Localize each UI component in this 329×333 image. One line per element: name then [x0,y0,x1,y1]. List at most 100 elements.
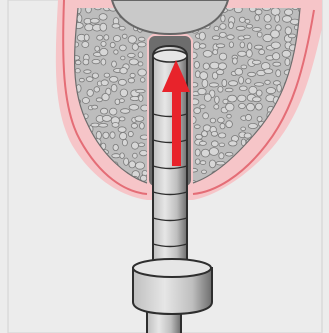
bone-granule [138,52,143,58]
bone-granule [229,22,234,29]
bone-granule [219,153,224,159]
bone-granule [256,103,263,110]
bone-granule [195,149,200,156]
bone-granule [222,79,227,86]
bone-granule [132,142,139,149]
bone-granule [101,59,106,65]
bone-granule [140,150,148,155]
bone-granule [264,14,271,22]
bone-granule [223,99,228,104]
bone-granule [130,73,135,77]
bone-granule [113,36,120,42]
bone-granule [129,105,139,111]
bone-granule [285,58,290,65]
bone-granule [271,8,280,16]
bone-granule [214,26,219,30]
bone-granule [84,70,91,74]
bone-granule [110,42,115,47]
bone-granule [75,60,81,64]
bone-granule [245,19,250,23]
bone-granule [247,103,255,111]
bone-granule [211,141,218,147]
bone-granule [219,32,226,37]
bone-granule [227,114,232,118]
bone-granule [254,83,263,87]
bone-granule [254,45,262,49]
bone-granule [225,152,233,156]
bone-granule [203,63,209,69]
bone-granule [202,131,208,137]
bone-granule [120,45,127,51]
bone-granule [248,72,256,76]
bone-granule [249,86,257,94]
bone-granule [209,148,218,156]
bone-granule [92,105,98,109]
bone-granule [92,59,100,63]
bone-granule [273,62,281,66]
bone-granule [257,32,262,37]
bone-granule [138,37,145,41]
bone-granule [128,36,136,44]
bone-granule [135,116,144,121]
bone-granule [246,79,251,84]
bone-granule [97,35,103,40]
bone-granule [124,158,129,165]
bone-granule [104,73,110,77]
bone-granule [228,95,237,102]
bone-granule [256,90,262,96]
bone-granule [265,80,271,84]
bone-granule [102,94,109,101]
bone-granule [101,41,106,46]
bone-granule [133,153,138,158]
bone-granule [111,84,117,91]
bone-granule [82,42,89,48]
bone-granule [266,88,275,94]
bone-granule [248,123,257,128]
bone-granule [225,88,233,92]
bone-granule [121,109,130,114]
bone-granule [252,97,261,102]
bone-granule [100,23,107,31]
bone-granule [120,133,127,140]
bone-granule [138,143,144,147]
bone-granule [82,98,89,104]
bone-granule [200,161,206,165]
bone-granule [96,131,101,139]
bone-granule [277,84,282,92]
bone-granule [214,105,219,110]
bone-granule [200,105,205,109]
bone-granule [246,50,252,58]
bone-granule [118,127,126,133]
bone-granule [257,116,262,121]
bone-granule [128,53,136,57]
bone-granule [239,86,247,91]
bone-granule [229,42,233,48]
bone-granule [210,62,219,69]
bone-granule [128,78,134,83]
bone-granule [211,131,217,136]
bone-granule [219,143,225,147]
bone-granule [112,24,120,28]
bone-granule [275,15,280,23]
bone-granule [87,89,93,96]
bone-granule [204,94,211,102]
bone-granule [239,17,245,22]
bone-granule [226,103,234,111]
bone-granule [102,115,111,121]
bone-granule [113,144,118,150]
bone-granule [129,161,136,168]
bone-granule [129,59,138,65]
bone-granule [99,124,108,128]
bone-granule [239,77,244,84]
bone-granule [282,50,291,57]
bone-granule [104,35,109,40]
bone-granule [200,72,208,80]
bone-granule [122,139,127,146]
bone-granule [138,69,147,76]
bone-granule [130,96,139,100]
bone-granule [86,77,93,82]
bone-granule [219,53,226,60]
bone-granule [238,95,246,102]
bone-granule [272,53,279,60]
